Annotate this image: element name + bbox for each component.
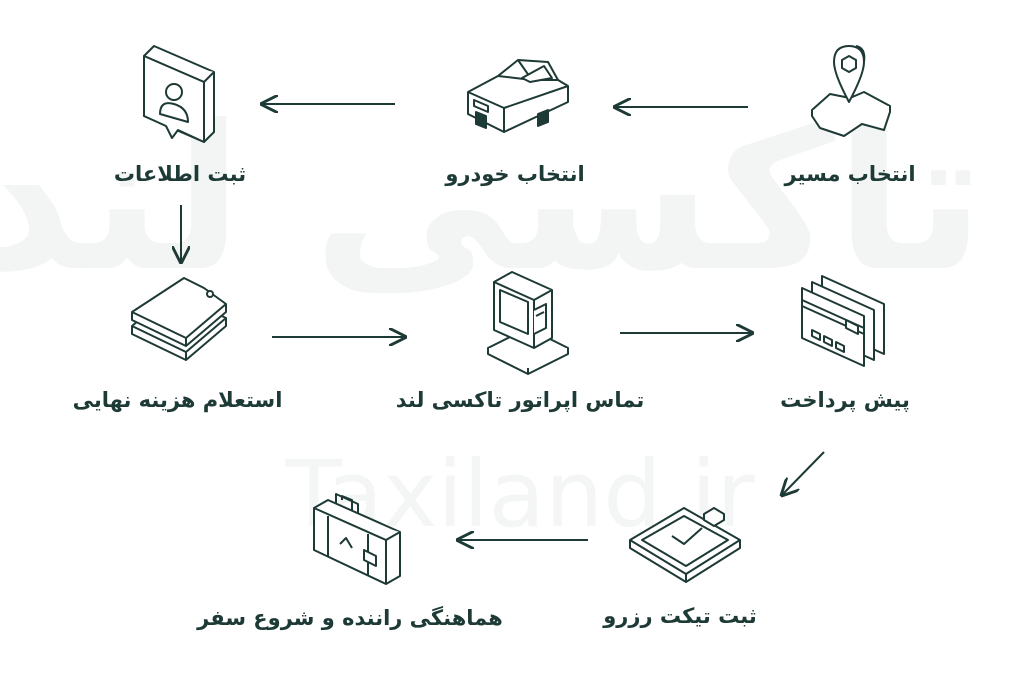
ticket-icon bbox=[624, 500, 744, 590]
profile-card-icon bbox=[136, 38, 226, 148]
car-icon bbox=[458, 52, 573, 142]
step-label-price: استعلام هزینه نهایی bbox=[72, 388, 283, 412]
map-pin-icon bbox=[800, 40, 900, 140]
step-label-trip: هماهنگی راننده و شروع سفر bbox=[197, 606, 503, 630]
step-label-route: انتخاب مسیر bbox=[784, 162, 916, 186]
credit-card-icon bbox=[796, 270, 888, 370]
step-label-operator: تماس اپراتور تاکسی لند bbox=[395, 388, 645, 412]
step-label-ticket: ثبت تیکت رزرو bbox=[603, 604, 757, 628]
price-tag-icon bbox=[126, 276, 236, 366]
arrow-payment-to-ticket bbox=[782, 451, 825, 495]
step-label-info: ثبت اطلاعات bbox=[113, 162, 247, 186]
computer-icon bbox=[478, 268, 578, 378]
suitcase-icon bbox=[306, 486, 410, 596]
step-label-payment: پیش پرداخت bbox=[780, 388, 910, 412]
step-label-car: انتخاب خودرو bbox=[445, 162, 585, 186]
